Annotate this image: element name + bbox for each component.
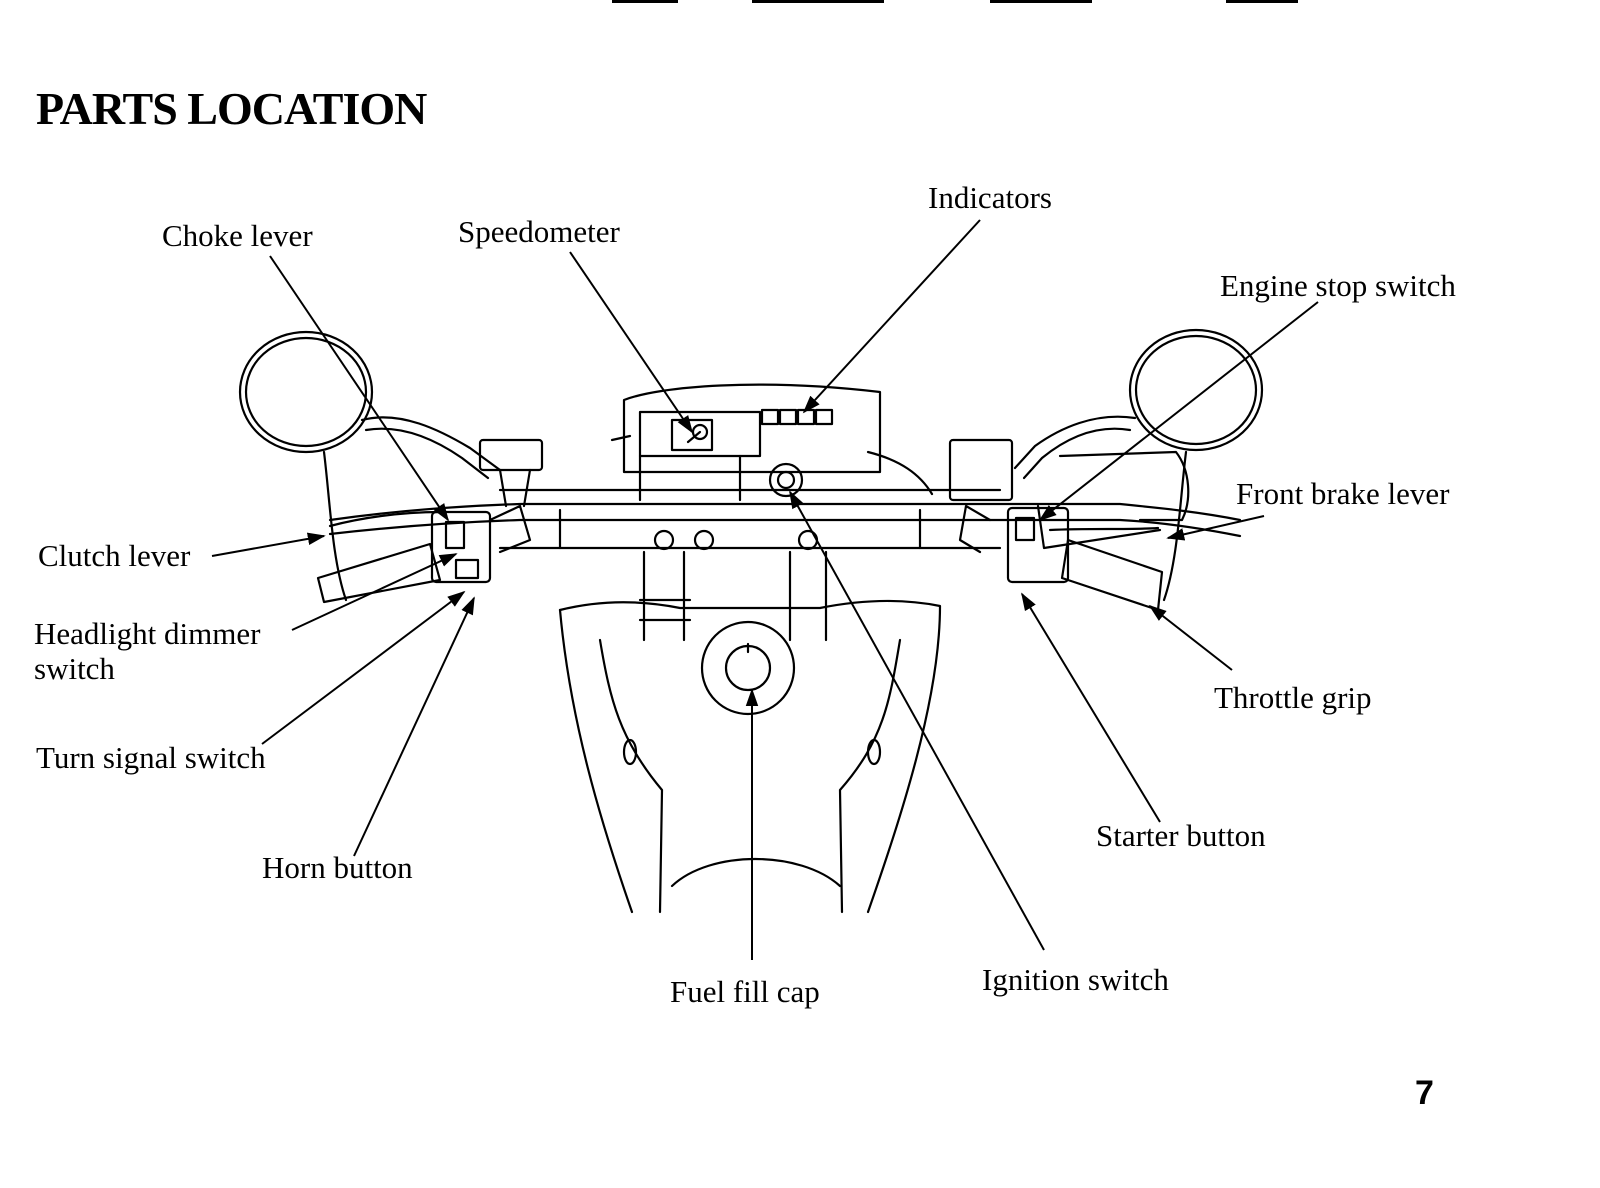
fuel-tank [558, 599, 942, 914]
leader-horn-button [353, 596, 475, 857]
right-grip-assembly [948, 438, 1164, 612]
label-engine-stop-switch: Engine stop switch [1220, 268, 1456, 303]
label-throttle-grip: Throttle grip [1214, 680, 1372, 715]
leader-indicators [802, 219, 981, 414]
page-title: PARTS LOCATION [36, 83, 427, 134]
label-headlight-dimmer-switch: Headlight dimmer switch [34, 616, 260, 686]
left-grip-assembly [316, 438, 544, 604]
label-choke-lever: Choke lever [162, 218, 313, 253]
label-clutch-lever: Clutch lever [38, 538, 191, 573]
fork-assembly [638, 529, 828, 642]
top-edge-rule [1226, 0, 1298, 3]
page-number: 7 [1415, 1074, 1434, 1112]
left-mirror [238, 330, 502, 480]
label-ignition-switch: Ignition switch [982, 962, 1169, 997]
label-speedometer: Speedometer [458, 214, 620, 249]
leader-throttle-grip [1148, 604, 1233, 671]
leader-clutch-lever [211, 532, 326, 557]
label-front-brake-lever: Front brake lever [1236, 476, 1450, 511]
top-edge-rule [752, 0, 884, 3]
top-edge-rule [990, 0, 1092, 3]
label-fuel-fill-cap: Fuel fill cap [670, 974, 820, 1009]
top-edge-rule [612, 0, 678, 3]
label-starter-button: Starter button [1096, 818, 1266, 853]
label-headlight-dimmer-line1: Headlight dimmer [34, 616, 261, 651]
handlebar [328, 488, 1242, 550]
left-hand-guard [322, 450, 348, 602]
label-headlight-dimmer-line2: switch [34, 651, 115, 686]
leader-starter-button [1021, 592, 1161, 823]
instrument-cluster [610, 383, 934, 502]
leader-front-brake-lever [1166, 515, 1265, 541]
leader-headlight-dimmer [291, 553, 458, 631]
leader-ignition-switch [789, 490, 1045, 951]
clutch-lever-shape [328, 510, 442, 528]
label-turn-signal-switch: Turn signal switch [36, 740, 266, 775]
front-brake-lever-shape [1048, 526, 1160, 532]
leader-choke-lever [269, 255, 450, 522]
leader-lines [211, 219, 1319, 960]
leader-speedometer [569, 251, 694, 434]
leader-engine-stop-switch [1038, 301, 1319, 522]
label-horn-button: Horn button [262, 850, 413, 885]
fuel-cap-shape [700, 620, 796, 716]
leader-turn-signal [261, 590, 466, 745]
ignition-switch-shape [768, 462, 804, 498]
label-indicators: Indicators [928, 180, 1052, 215]
right-mirror [1013, 328, 1264, 480]
